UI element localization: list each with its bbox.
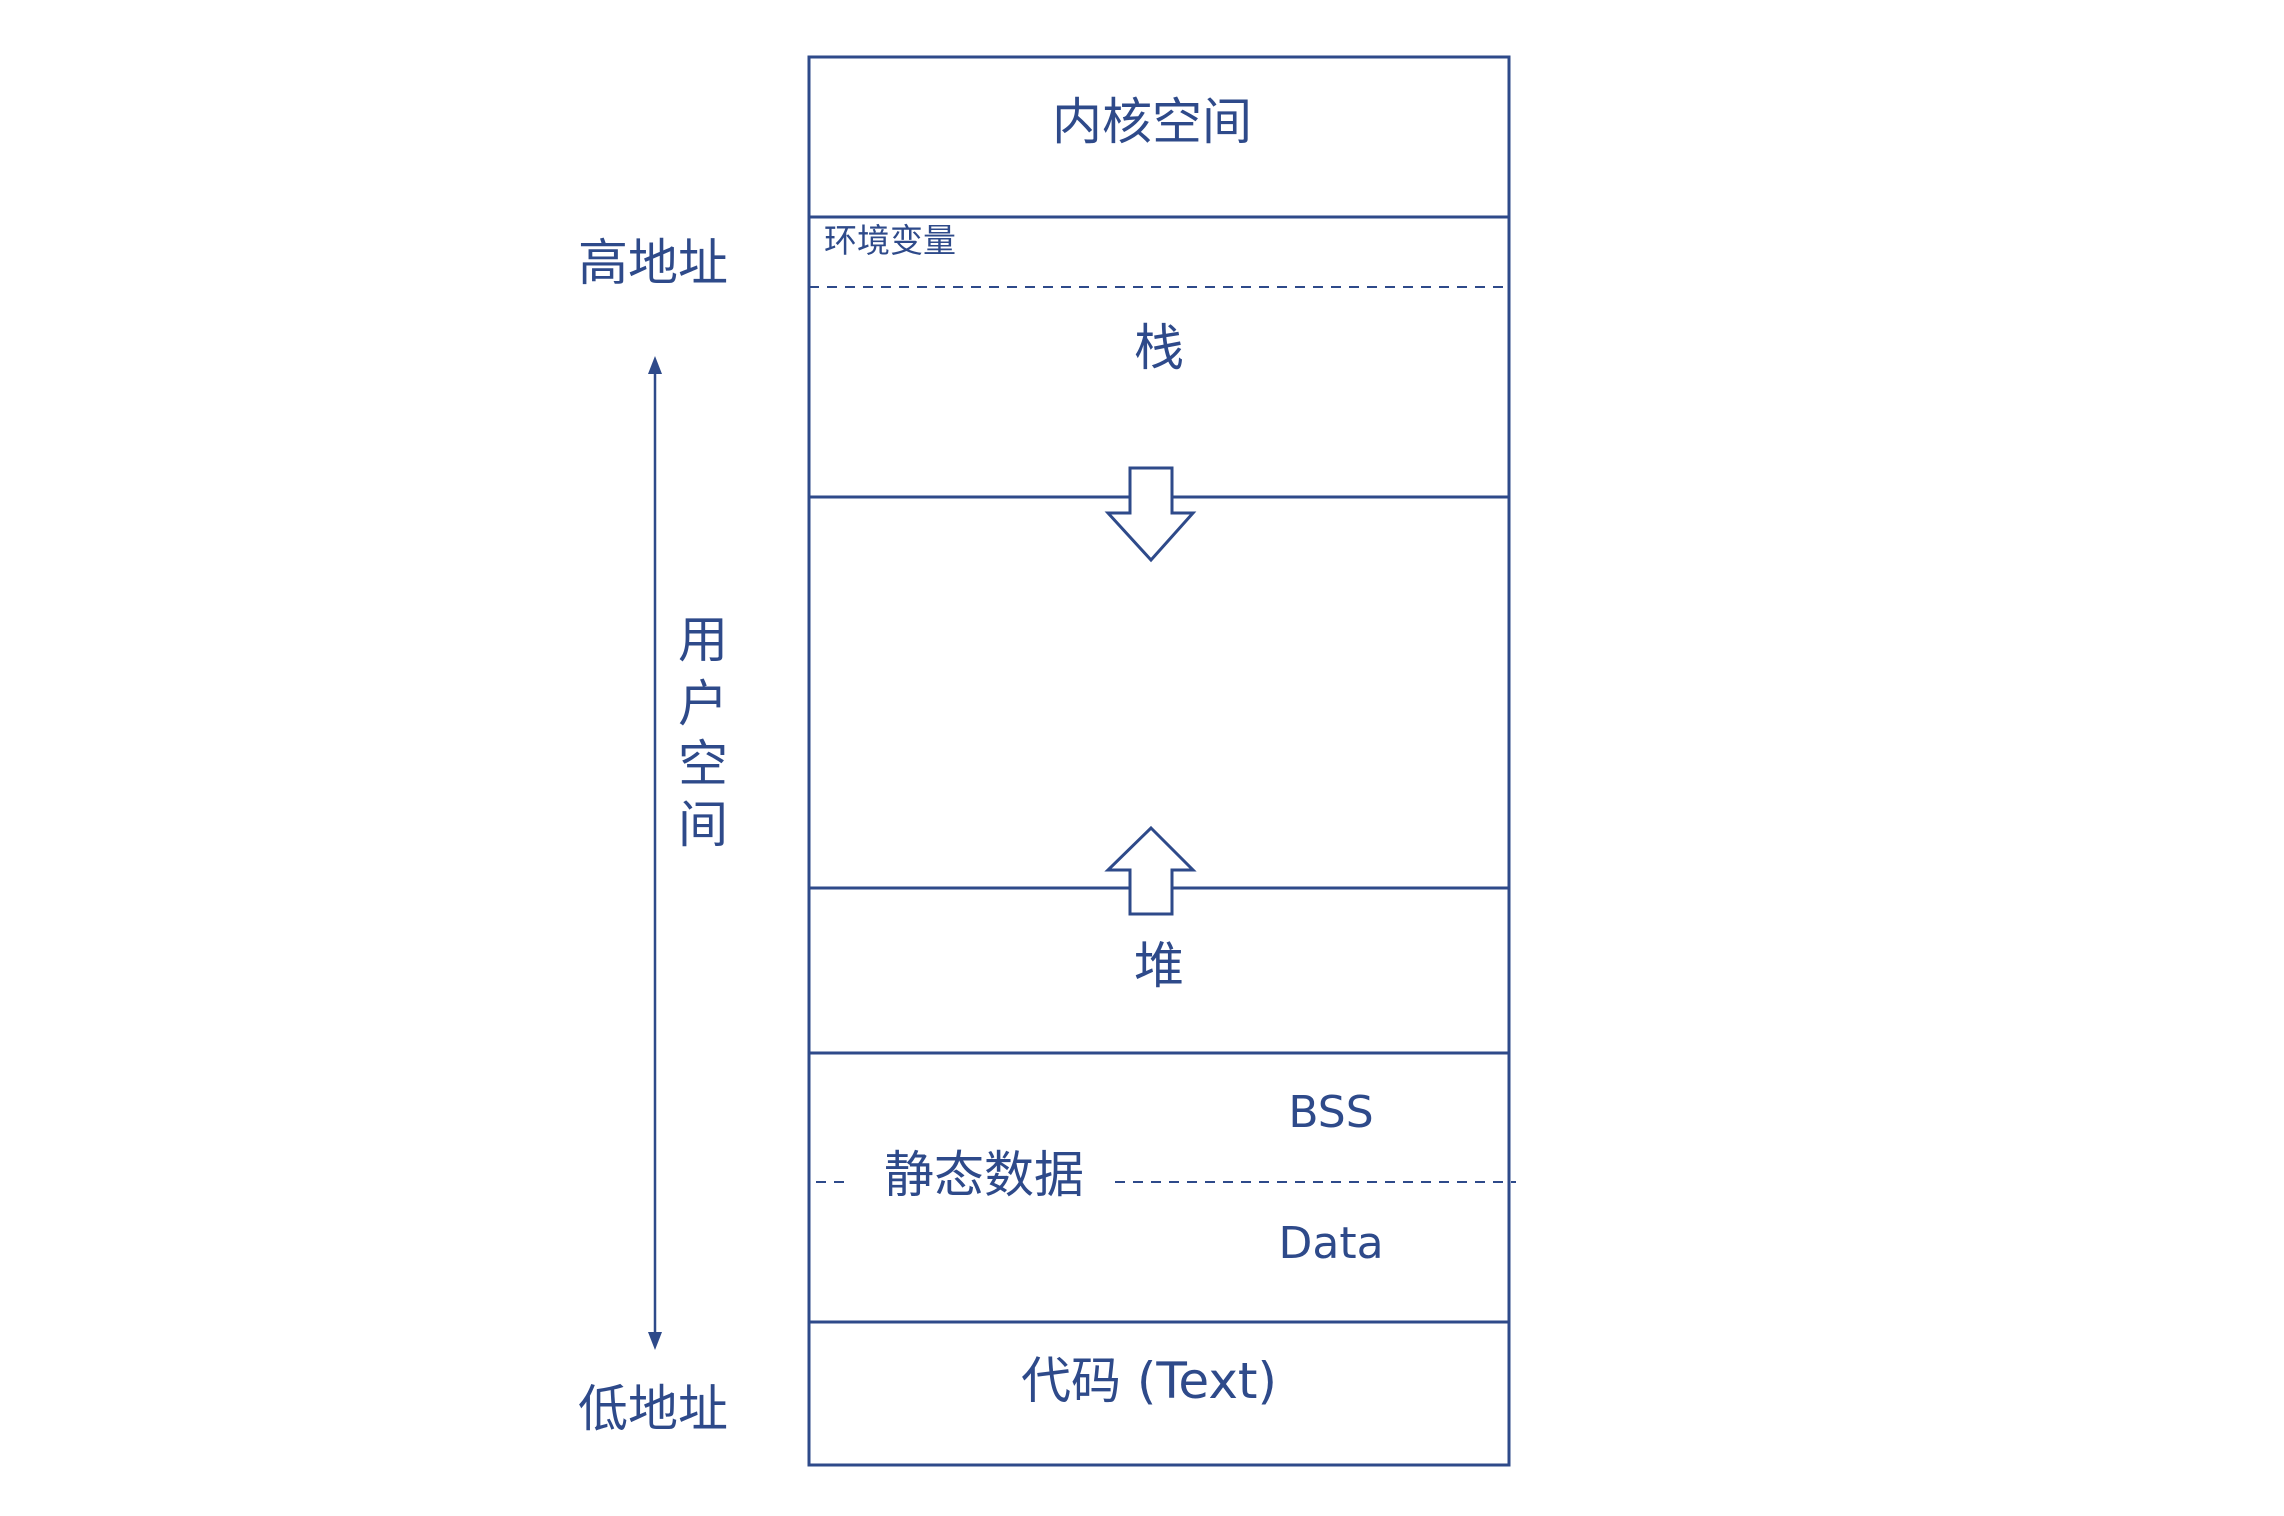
stack-label: 栈 [1134,319,1184,377]
stack-growth-down-arrow-icon [1104,466,1197,563]
static-data-label: 静态数据 [884,1146,1084,1204]
env-vars-label: 环境变量 [824,221,956,260]
user-space-char: 间 [678,796,728,854]
kernel-space-label: 内核空间 [1052,93,1252,151]
low-address-label: 低地址 [578,1380,728,1438]
user-space-char: 空 [678,735,728,793]
arrow-down-head-icon [648,1332,662,1350]
bss-label: BSS [1288,1087,1373,1138]
heap-growth-up-arrow-icon [1104,825,1197,916]
memory-box [807,55,1511,1467]
user-space-char: 用 [678,611,728,669]
heap-label: 堆 [1134,937,1184,995]
arrow-up-head-icon [648,356,662,374]
data-label: Data [1278,1218,1383,1269]
user-space-char: 户 [678,675,728,733]
high-address-label: 高地址 [578,234,728,292]
text-segment-label: 代码 (Text) [1021,1352,1277,1410]
